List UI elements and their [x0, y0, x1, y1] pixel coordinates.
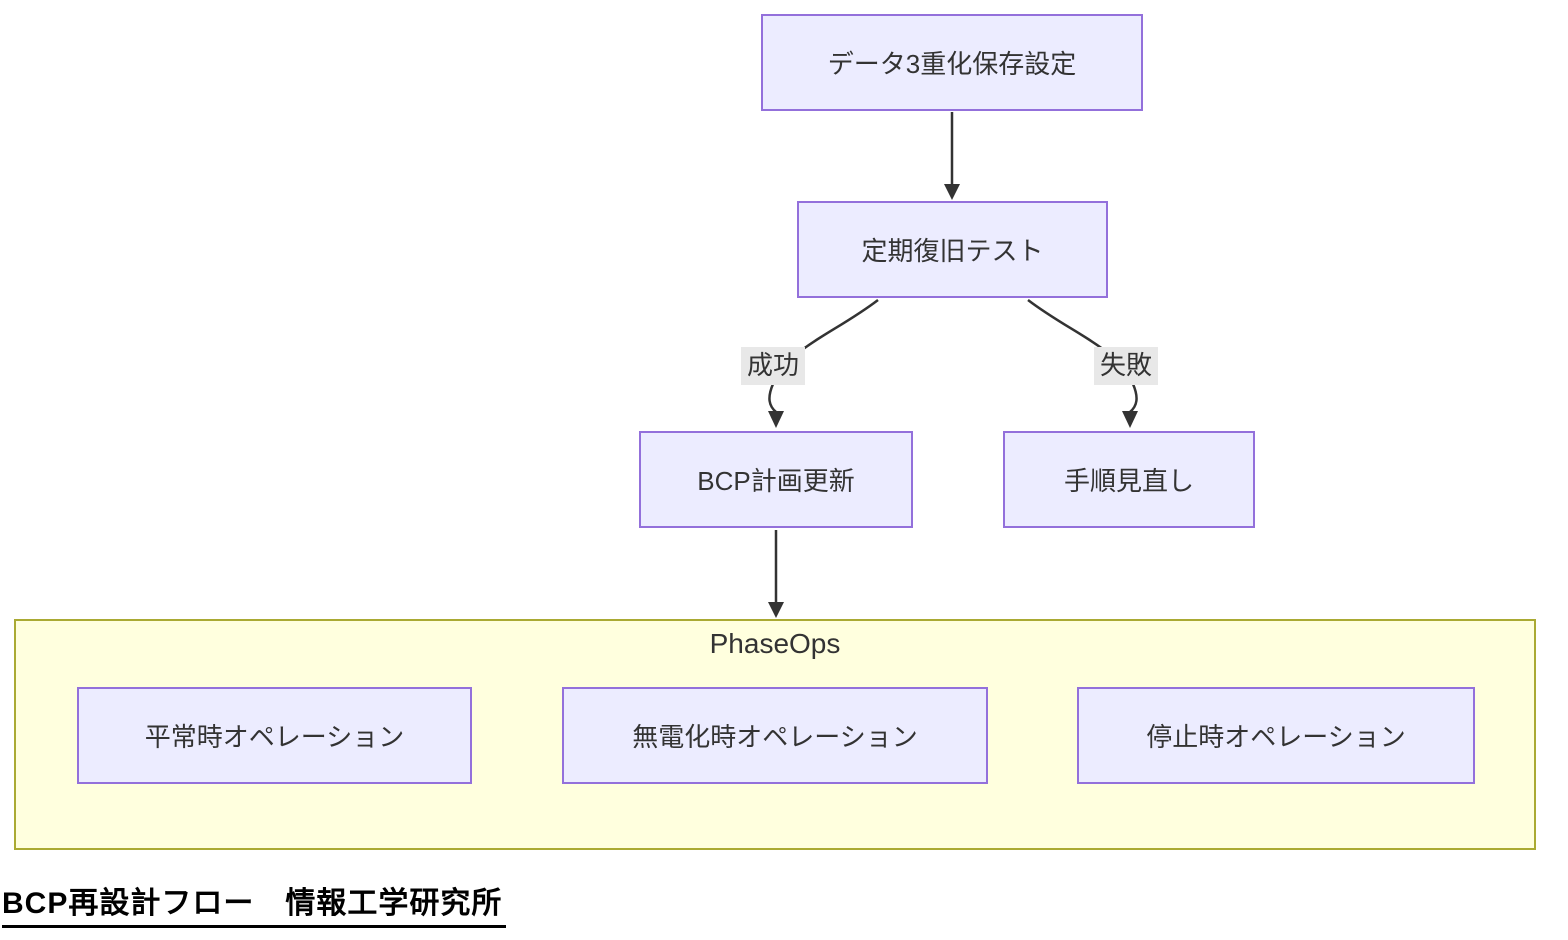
node-label: 手順見直し	[1063, 466, 1194, 496]
node-procedure-review: 手順見直し	[1003, 431, 1255, 528]
node-periodic-recovery-test: 定期復旧テスト	[797, 201, 1108, 298]
node-label: データ3重化保存設定	[827, 49, 1077, 79]
node-label: 平常時オペレーション	[144, 722, 405, 752]
node-bcp-plan-update: BCP計画更新	[639, 431, 913, 528]
node-label: BCP計画更新	[697, 466, 855, 496]
node-data-triplication-setting: データ3重化保存設定	[761, 14, 1143, 111]
node-no-power-operation: 無電化時オペレーション	[562, 687, 988, 784]
node-label: 無電化時オペレーション	[632, 722, 918, 752]
edge-n1-n2	[944, 112, 960, 200]
cluster-title: PhaseOps	[709, 628, 841, 659]
node-normal-operation: 平常時オペレーション	[77, 687, 472, 784]
edge-label-success: 成功	[741, 347, 806, 385]
node-label: 定期復旧テスト	[861, 236, 1044, 266]
node-label: 停止時オペレーション	[1146, 722, 1406, 752]
edge-label-failure: 失敗	[1094, 347, 1159, 385]
diagram-caption: BCP再設計フロー 情報工学研究所	[2, 886, 507, 928]
node-shutdown-operation: 停止時オペレーション	[1077, 687, 1475, 784]
edge-n3-phaseops	[768, 530, 784, 618]
